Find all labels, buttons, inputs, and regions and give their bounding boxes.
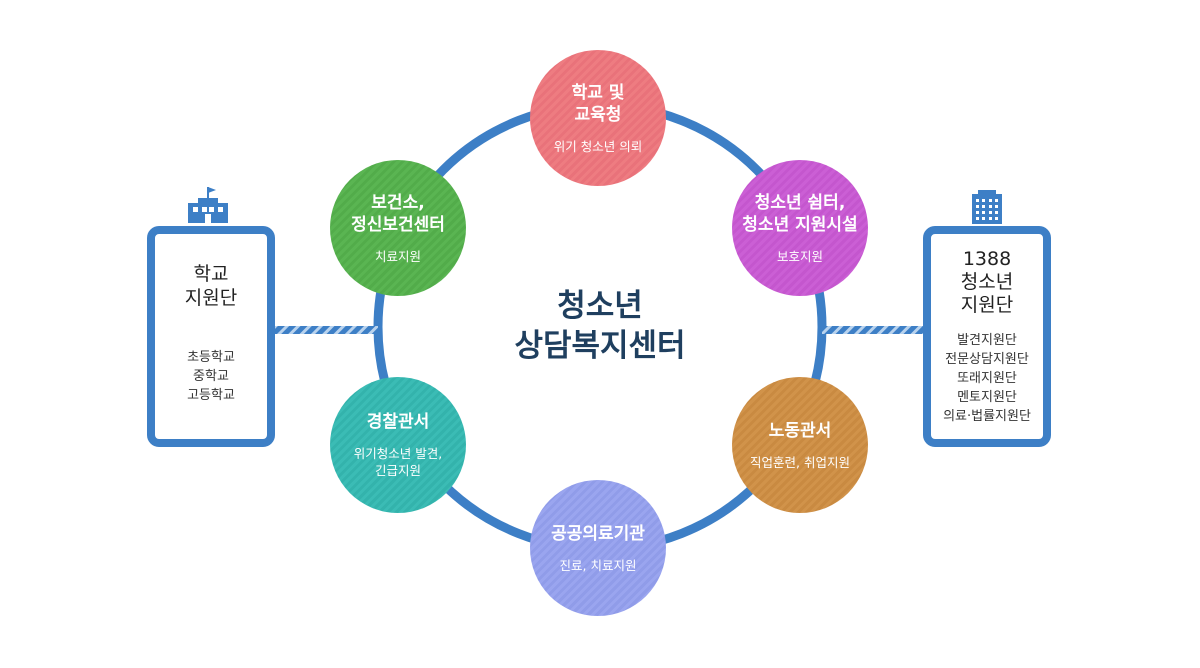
school-building-icon: [186, 186, 230, 224]
box-items: 발견지원단 전문상담지원단 또래지원단 멘토지원단 의료·법률지원단: [931, 331, 1043, 426]
school-support-team-box: 학교 지원단 초등학교 중학교 고등학교: [147, 226, 275, 447]
node-subtitle: 위기청소년 발견, 긴급지원: [353, 446, 443, 478]
list-item: 의료·법률지원단: [943, 409, 1031, 424]
youth-1388-support-team-box: 1388 청소년 지원단 발견지원단 전문상담지원단 또래지원단 멘토지원단 의…: [923, 226, 1051, 447]
box-items: 초등학교 중학교 고등학교: [155, 348, 267, 405]
node-title: 학교 및 교육청: [571, 82, 625, 125]
node-title: 보건소, 정신보건센터: [351, 192, 445, 235]
node-labor-office: 노동관서 직업훈련, 취업지원: [732, 377, 868, 513]
list-item: 멘토지원단: [957, 390, 1017, 405]
node-police-office: 경찰관서 위기청소년 발견, 긴급지원: [330, 377, 466, 513]
center-title: 청소년 상담복지센터: [460, 286, 740, 366]
node-title: 공공의료기관: [551, 523, 645, 544]
list-item: 또래지원단: [957, 371, 1017, 386]
node-subtitle: 직업훈련, 취업지원: [750, 454, 850, 470]
office-building-icon: [970, 190, 1004, 224]
node-health-center: 보건소, 정신보건센터 치료지원: [330, 160, 466, 296]
node-public-medical: 공공의료기관 진료, 치료지원: [530, 480, 666, 616]
center-title-line1: 청소년: [557, 288, 643, 324]
list-item: 중학교: [193, 369, 229, 384]
node-subtitle: 보호지원: [776, 248, 823, 264]
node-subtitle: 진료, 치료지원: [559, 557, 637, 573]
right-connector-bar: [822, 326, 925, 334]
node-subtitle: 치료지원: [374, 248, 421, 264]
box-title: 학교 지원단: [184, 263, 238, 309]
list-item: 초등학교: [187, 350, 235, 365]
box-title: 1388 청소년 지원단: [960, 248, 1014, 316]
list-item: 발견지원단: [957, 333, 1017, 348]
node-title: 경찰관서: [366, 412, 430, 432]
list-item: 전문상담지원단: [945, 352, 1029, 367]
list-item: 고등학교: [187, 388, 235, 403]
left-connector-bar: [275, 326, 378, 334]
node-title: 노동관서: [768, 420, 832, 441]
node-subtitle: 위기 청소년 의뢰: [553, 138, 643, 154]
node-youth-shelter: 청소년 쉼터, 청소년 지원시설 보호지원: [732, 160, 868, 296]
node-title: 청소년 쉼터, 청소년 지원시설: [742, 192, 858, 235]
node-school-education-office: 학교 및 교육청 위기 청소년 의뢰: [530, 50, 666, 186]
center-title-line2: 상담복지센터: [514, 328, 686, 364]
